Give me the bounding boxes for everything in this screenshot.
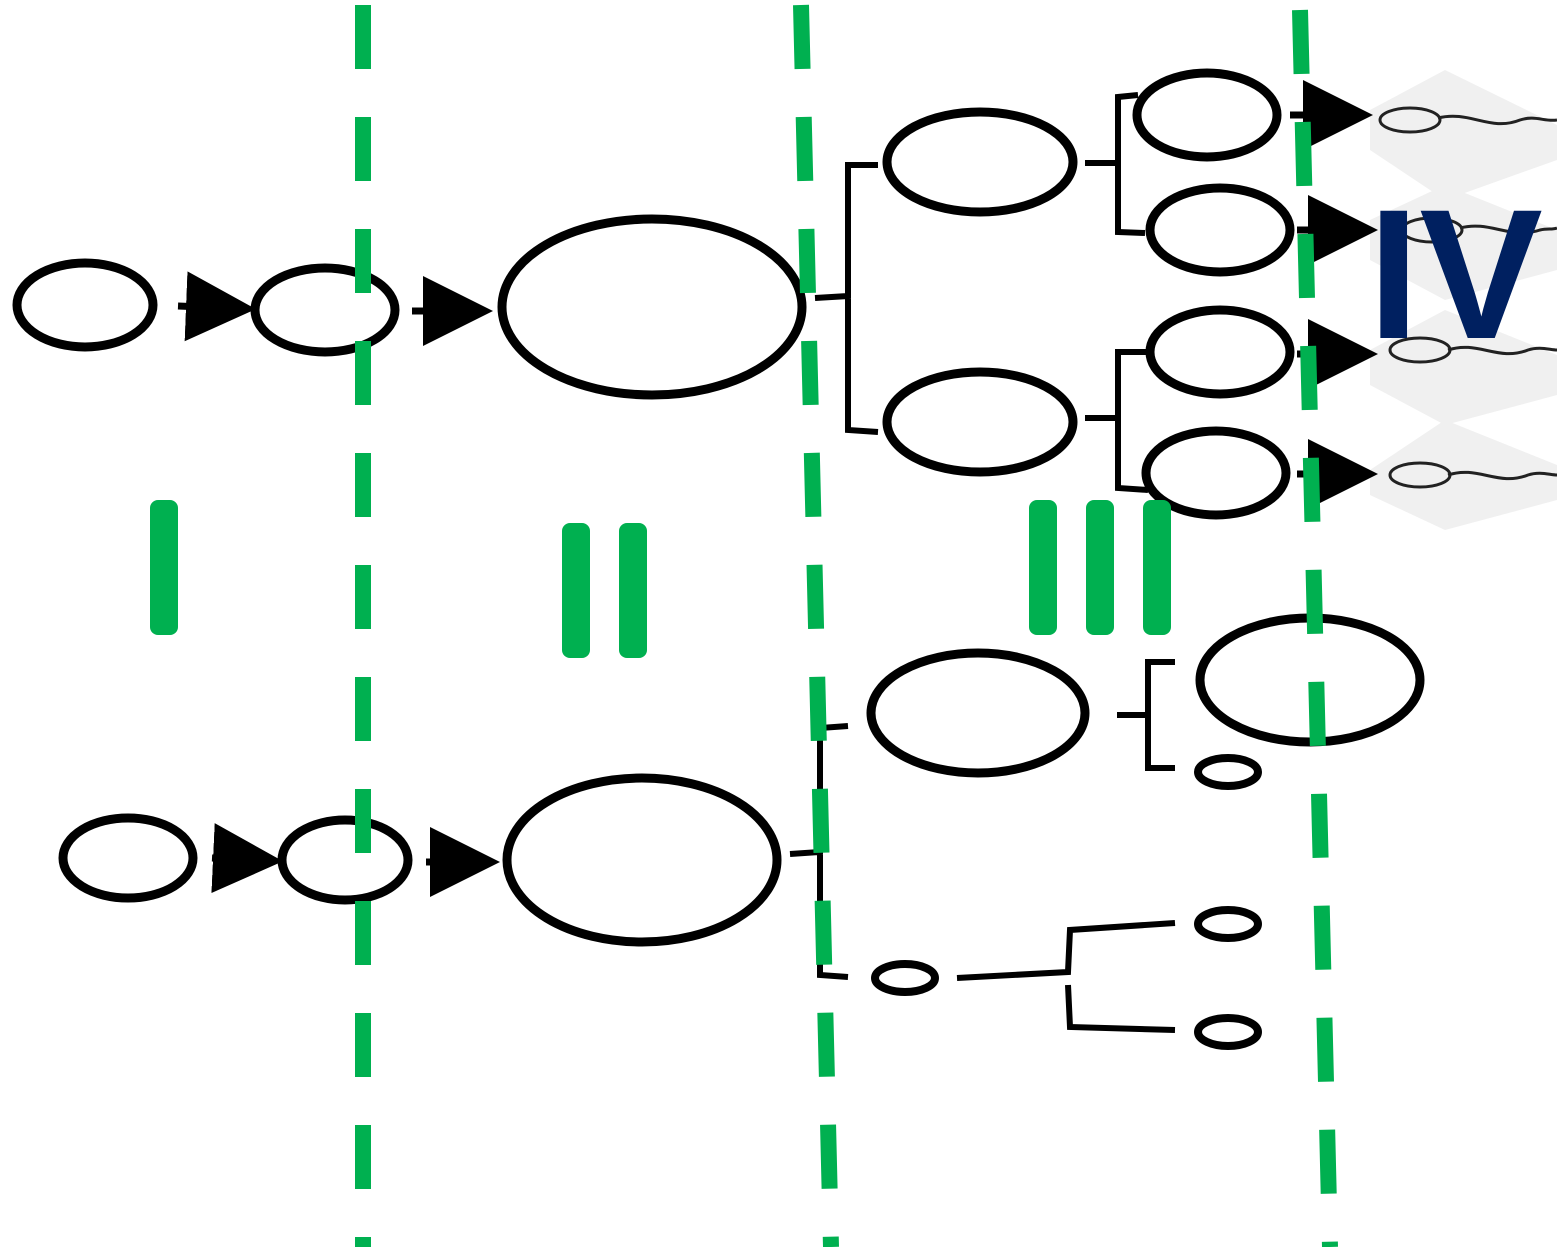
brace-icon: [956, 920, 1176, 1033]
oogonium-cell-2: [277, 815, 413, 905]
spermatogonium-cell-2: [250, 263, 400, 357]
sperm-icon: [1388, 461, 1557, 489]
spermatogonium-cell: [12, 258, 158, 352]
brace-icon: [1085, 92, 1146, 236]
polar-body: [1194, 906, 1262, 942]
arrow-icon: [211, 823, 283, 894]
polar-body: [871, 960, 939, 996]
polar-body: [1194, 1014, 1262, 1050]
sperm-icon: [1378, 106, 1557, 134]
spermatogenesis-row: [12, 68, 1378, 520]
spermatid-cell: [1132, 68, 1282, 162]
stage-label-IV: IV: [1368, 172, 1543, 378]
sperm-background: [1370, 70, 1557, 530]
primary-spermatocyte-cell: [497, 214, 807, 400]
divider-line-2: [793, 4, 839, 1247]
secondary-spermatocyte-cell: [882, 367, 1078, 477]
arrow-icon: [177, 271, 256, 342]
oogonium-cell: [58, 813, 198, 903]
primary-oocyte-cell: [502, 773, 782, 947]
secondary-oocyte-cell: [866, 648, 1090, 778]
stage-label-I: [150, 500, 178, 635]
polar-body: [1194, 754, 1262, 790]
brace-icon: [1117, 659, 1175, 771]
stage-dividers: [355, 4, 1338, 1247]
spermatid-cell: [1145, 183, 1295, 277]
secondary-spermatocyte-cell: [882, 107, 1078, 217]
oogenesis-row: [58, 613, 1425, 1050]
stage-labels: [150, 500, 1171, 658]
spermatid-cell: [1145, 305, 1295, 399]
divider-line-3: [1292, 9, 1338, 1247]
spermatid-cell: [1141, 426, 1291, 520]
stage-label-III: [1029, 500, 1171, 635]
sperm-icon: [1400, 216, 1557, 244]
sperm-icon: [1388, 336, 1557, 364]
sperm-group: [1378, 106, 1557, 489]
stage-label-II: [562, 523, 647, 658]
brace-icon: [814, 162, 879, 435]
brace-icon: [1085, 349, 1149, 493]
